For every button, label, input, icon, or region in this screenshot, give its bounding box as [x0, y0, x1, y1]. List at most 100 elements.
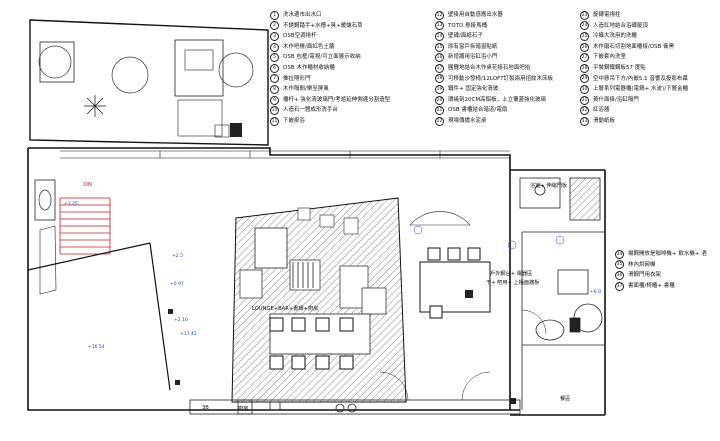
legend-item: 20 環繞刻20CM高鋁板，上立覆蓋強化玻璃 [435, 95, 553, 106]
legend-number: 28 [580, 63, 589, 73]
outer-walls [27, 147, 606, 416]
stair-label: DN [84, 182, 92, 188]
legend-number: 29 [580, 74, 589, 84]
legend-text: 黃什面掛/浴缸隔門 [593, 96, 639, 103]
legend-number: 27 [580, 53, 589, 63]
legend-text: 圓攤地結合木作桌花樣石地面吧抬 [448, 64, 531, 71]
legend-item: 32 紅浴器 [580, 105, 688, 116]
legend-item: 11 下嵌掛浴 [270, 116, 390, 127]
legend-text: 現場傳播水泥桌 [448, 117, 487, 124]
legend-number: 9 [270, 95, 279, 105]
legend-number: 19 [435, 84, 444, 94]
bottom-label-1: 3B [202, 405, 209, 411]
legend-number: 13 [435, 21, 444, 31]
legend-item: 8 木作隔間/樂至屏風 [270, 84, 390, 95]
legend-number: 33 [580, 116, 589, 126]
legend-number: 30 [580, 84, 589, 94]
legend-text: 書面櫃/椅櫃+ 書櫃 [628, 282, 675, 289]
angled-wall [27, 242, 171, 391]
legend-text: 新增牆用浴缸浴小門 [448, 54, 498, 61]
legend-number: 35 [615, 260, 624, 270]
legend-text: 冷攝大洗用的洗櫃 [593, 33, 637, 40]
legend-text: 人造石一體成形洗手台 [283, 107, 338, 114]
kitchen-island [409, 211, 491, 319]
legend-text: 下嵌掛浴 [283, 117, 305, 124]
legend-text: 原有窗戶拆暗窗貼紙 [448, 43, 498, 50]
legend-number: 5 [270, 53, 279, 63]
legend-number: 7 [270, 74, 279, 84]
legend-item: 10 人造石一體成形洗手台 [270, 105, 390, 116]
legend-text: 環繞刻20CM高鋁板，上立覆蓋強化玻璃 [448, 96, 547, 103]
legend-text: OSB空调排杆 [283, 33, 317, 40]
legend-number: 8 [270, 84, 279, 94]
bottom-label-3: 餐區 [560, 396, 571, 402]
legend-number: 21 [435, 106, 444, 116]
legend-text: 紅浴器 [593, 107, 610, 114]
fixture-dots [168, 309, 516, 404]
staircase [34, 179, 111, 295]
legend-item: 18 可移動沙發椅/12LOFT訂製兩用扭紋木床板 [435, 74, 553, 85]
door-swing [379, 309, 547, 401]
lounge-bar-label: LOUNGE+BAR+書磚+廚房 [252, 306, 319, 312]
kitchen-note-1: 戶外鋼台+ 電器區 [490, 271, 533, 277]
legend-text: 壁磚/面紙石子 [448, 33, 483, 40]
dim-label-6: +17.45 [180, 332, 197, 337]
legend-number: 26 [580, 42, 589, 52]
legend-number: 6 [270, 63, 279, 73]
legend-item: 6 OSB 木作櫃材收納櫃 [270, 63, 390, 74]
legend-number: 18 [435, 74, 444, 84]
bottom-counter [189, 399, 521, 415]
legend-number: 20 [435, 95, 444, 105]
legend-item: 25 冷攝大洗用的洗櫃 [580, 31, 688, 42]
legend-number: 11 [270, 116, 279, 126]
legend-number: 10 [270, 106, 279, 116]
legend-text: 空中懸吊下方/內嵌5.1 音響及投影布幕 [593, 75, 688, 82]
legend-text: 木作吧檯/面紅色土牆 [283, 43, 335, 50]
legend-number: 4 [270, 42, 279, 52]
legend-text: OSB 木作櫃材收納櫃 [283, 64, 335, 71]
bathroom-block [519, 177, 605, 410]
bath-door-label: 浴室+ 伸縮門板 [530, 183, 568, 189]
legend-number: 24 [580, 21, 589, 31]
legend-text: 木作磨石切割地面櫃樣/OSB 衛黑 [593, 43, 675, 50]
legend-text: 上層系列電器櫃(電鍋+ 水波)/下層金櫃 [593, 86, 689, 93]
legend-number: 25 [580, 31, 589, 41]
legend-number: 32 [580, 106, 589, 116]
legend-text: 木作隔間/樂至屏風 [283, 86, 329, 93]
legend-item: 31 黃什面掛/浴缸隔門 [580, 95, 688, 106]
legend-number: 31 [580, 95, 589, 105]
dim-label-2: +16.54 [88, 345, 105, 350]
plant-icon [218, 52, 254, 88]
plant-icon [38, 45, 72, 79]
legend-text: 可移動沙發椅/12LOFT訂製兩用扭紋木床板 [448, 75, 554, 82]
legend-text: 滑鋼門用衣架 [628, 272, 661, 279]
dim-label-5: +2.10 [174, 318, 188, 323]
legend-item: 22 現場傳播水泥桌 [435, 116, 553, 127]
dim-label-7: +6.0 [590, 290, 601, 295]
legend-number: 22 [435, 116, 444, 126]
legend-text: TOTO 懸掛馬桶 [448, 22, 488, 29]
legend-text: 不銹鋼踏手+水槽+臭+暖爐石草 [283, 22, 363, 29]
legend-number: 12 [435, 10, 444, 20]
legend-text: 旋轉電視柱 [593, 12, 621, 18]
legend-text: 下嵌套內洗室 [593, 54, 626, 61]
dim-label-4: +0.97 [170, 282, 184, 287]
lounge-zone [231, 197, 407, 403]
